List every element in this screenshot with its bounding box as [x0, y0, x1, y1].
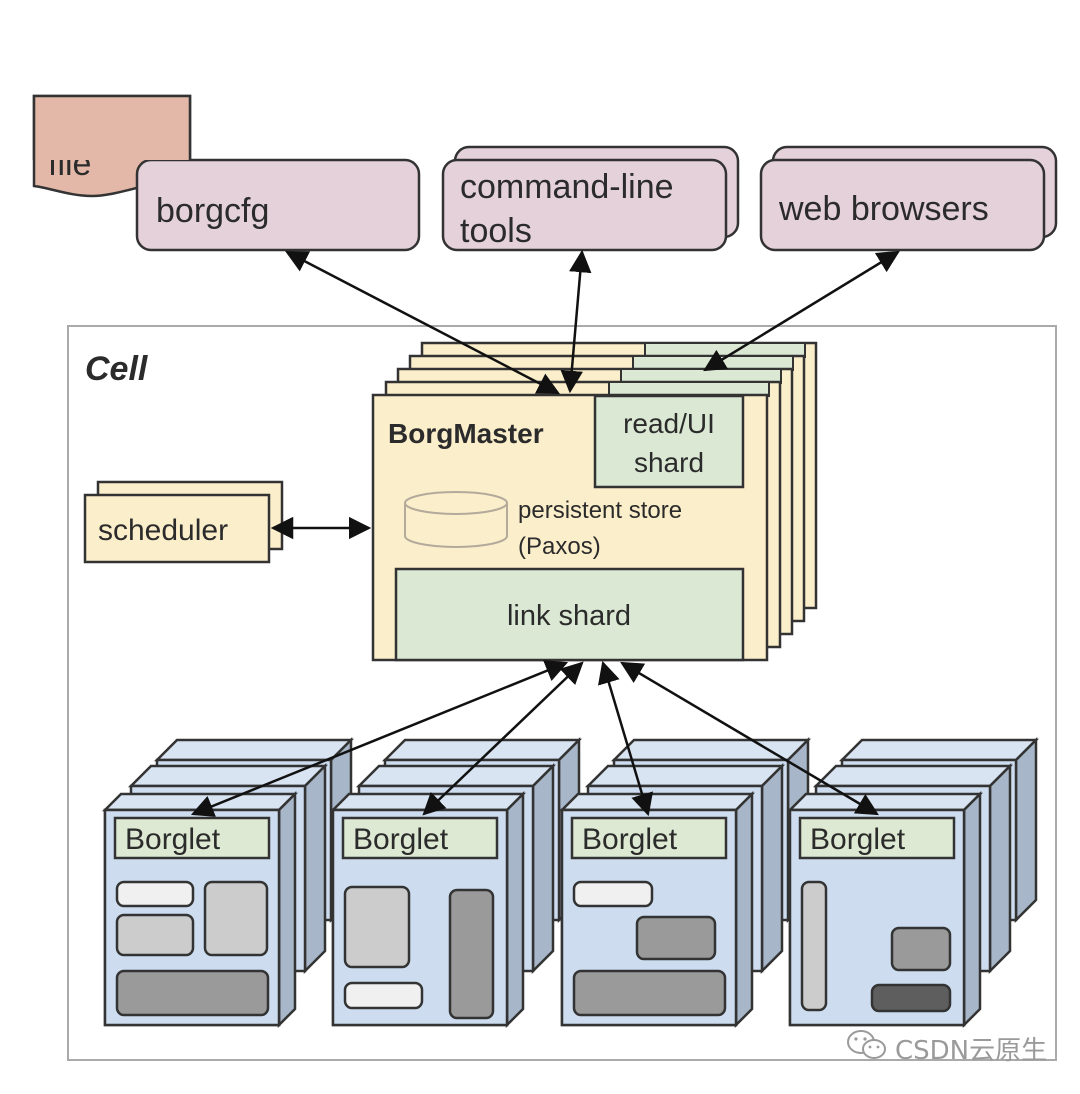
- borglet-machine-1: Borglet: [101, 736, 355, 1029]
- edge-borgmaster-webbrowsers: [703, 250, 900, 372]
- task-block: [115, 880, 195, 908]
- task-block: [115, 913, 195, 957]
- borglet-machine-4: Borglet: [786, 736, 1040, 1029]
- task-block: [115, 969, 270, 1017]
- edge-linkshard-borglet-4: [620, 661, 879, 816]
- borgmaster-node: BorgMaster read/UI shard persistent stor…: [371, 393, 769, 662]
- command-line-tools-line-2: tools: [460, 212, 532, 250]
- borglet-label: Borglet: [810, 823, 906, 856]
- borglet-machine-3: Borglet: [558, 736, 812, 1029]
- edge-borgmaster-commandline: [560, 249, 592, 394]
- task-block: [572, 880, 654, 908]
- borglet-machines: Borglet Borglet Borglet Borglet: [101, 736, 1040, 1029]
- borglet-label: Borglet: [582, 823, 678, 856]
- watermark: CSDN云原生: [845, 1028, 1047, 1069]
- command-line-tools-line-1: command-line: [460, 168, 674, 206]
- borglet-header: [798, 816, 956, 860]
- task-block: [800, 880, 828, 1012]
- web-browsers-label: web browsers: [778, 190, 989, 228]
- task-block: [572, 969, 727, 1017]
- borglet-label: Borglet: [353, 823, 449, 856]
- link-shard-label: link shard: [507, 600, 631, 632]
- edge-borgmaster-borgcfg: [285, 250, 560, 395]
- task-block: [448, 888, 495, 1020]
- scheduler-label: scheduler: [98, 514, 228, 547]
- persistent-store-line-2: (Paxos): [518, 533, 601, 560]
- link-shard: link shard: [394, 567, 745, 662]
- task-block: [870, 983, 952, 1013]
- task-block: [635, 915, 717, 961]
- persistent-store-line-1: persistent store: [518, 497, 682, 524]
- borglet-header: [113, 816, 271, 860]
- read-ui-shard-line-2: shard: [634, 447, 704, 478]
- watermark-text: CSDN云原生: [895, 1036, 1048, 1066]
- scheduler-node: scheduler: [83, 480, 284, 564]
- read-ui-shard-line-1: read/UI: [623, 408, 715, 439]
- command-line-tools-node: command-line tools: [441, 145, 740, 252]
- borgcfg-node: borgcfg: [32, 94, 421, 252]
- cell-label: Cell: [85, 350, 149, 388]
- borglet-header: [341, 816, 499, 860]
- borglet-label: Borglet: [125, 823, 221, 856]
- edges: [190, 249, 900, 817]
- task-block: [890, 926, 952, 972]
- read-ui-shard: read/UI shard: [593, 394, 745, 489]
- borgcfg-label: borgcfg: [156, 192, 269, 230]
- task-block: [343, 885, 411, 969]
- borglet-header: [570, 816, 728, 860]
- web-browsers-node: web browsers: [759, 145, 1058, 252]
- task-block: [203, 880, 269, 957]
- persistent-store: persistent store (Paxos): [404, 491, 682, 560]
- wechat-icon: [845, 1028, 889, 1069]
- task-block: [343, 981, 424, 1010]
- database-icon: [404, 491, 508, 548]
- edge-linkshard-borglet-2: [422, 661, 584, 816]
- borgmaster-title: BorgMaster: [388, 418, 544, 449]
